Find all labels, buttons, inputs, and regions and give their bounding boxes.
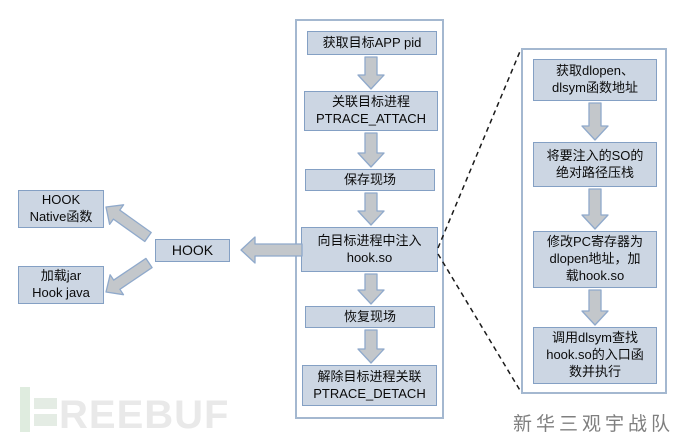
detail-flow-frame [521, 48, 667, 394]
arrow-down-left-icon [105, 257, 153, 296]
node-load-jar-hook-java: 加载jar Hook java [18, 266, 104, 304]
dashed-expansion-line-bottom [437, 253, 522, 393]
detail-step-call-dlsym-entry: 调用dlsym查找 hook.so的入口函 数并执行 [533, 327, 657, 384]
watermark-f-vertical-bar [20, 387, 30, 432]
arrow-left-icon [240, 236, 303, 264]
node-hook-native: HOOK Native函数 [18, 190, 104, 228]
credit-text: 新华三观宇战队 [513, 413, 675, 435]
flow-step-ptrace-detach: 解除目标进程关联 PTRACE_DETACH [302, 365, 437, 406]
main-flow-frame [295, 19, 444, 419]
detail-step-push-so-path: 将要注入的SO的 绝对路径压栈 [533, 142, 657, 187]
watermark-f-bottom-bar [34, 414, 57, 426]
watermark-brand-text: REEBUF [59, 393, 230, 437]
flow-step-ptrace-attach: 关联目标进程 PTRACE_ATTACH [304, 91, 438, 131]
flow-step-save-context: 保存现场 [305, 169, 435, 191]
dashed-expansion-line-top [437, 48, 522, 249]
watermark-f-top-bar [34, 398, 57, 409]
flow-step-inject-hook-so: 向目标进程中注入 hook.so [301, 227, 438, 272]
node-hook: HOOK [155, 239, 230, 262]
flow-step-get-pid: 获取目标APP pid [307, 31, 437, 55]
detail-step-get-dlopen-dlsym-addr: 获取dlopen、 dlsym函数地址 [533, 59, 657, 101]
flow-step-restore-context: 恢复现场 [305, 306, 435, 328]
arrow-up-left-icon [105, 204, 152, 243]
detail-step-set-pc-register: 修改PC寄存器为 dlopen地址，加 载hook.so [533, 231, 657, 288]
